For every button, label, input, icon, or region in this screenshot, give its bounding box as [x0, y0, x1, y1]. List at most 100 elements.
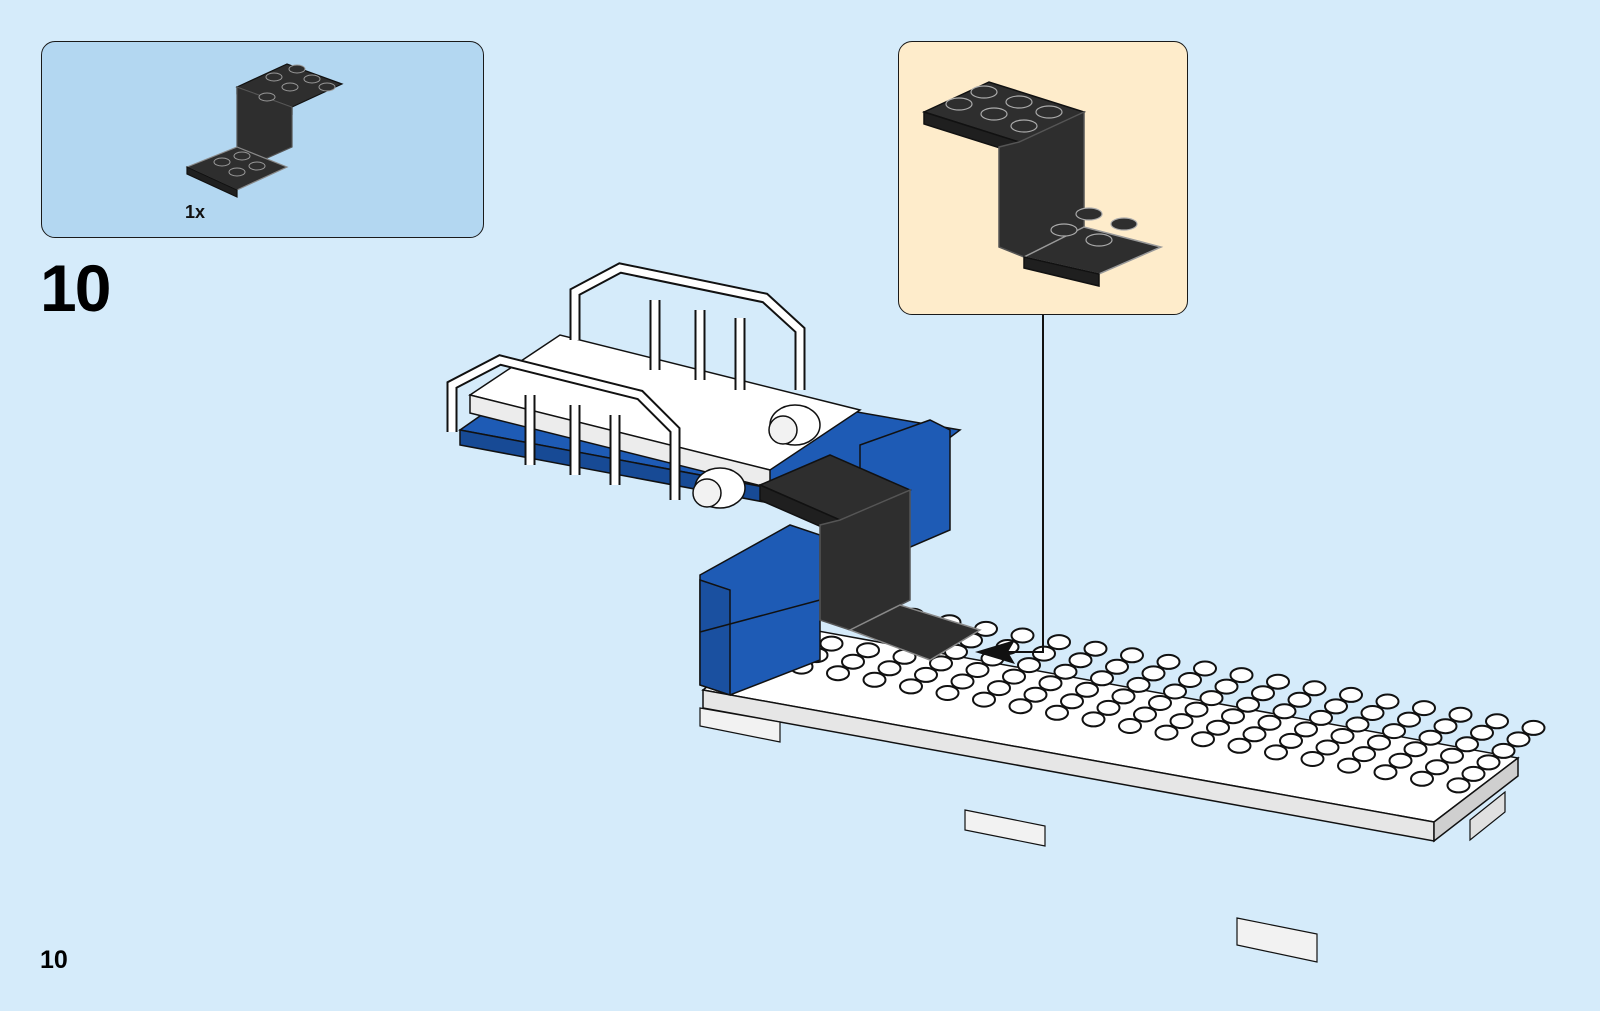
stud — [842, 655, 864, 669]
stud — [952, 675, 974, 689]
stud — [1061, 694, 1083, 708]
stud — [1113, 689, 1135, 703]
stud — [1368, 736, 1390, 750]
stud — [1003, 670, 1025, 684]
stud — [973, 693, 995, 707]
stud — [1040, 676, 1062, 690]
stud — [1478, 755, 1500, 769]
stud — [1149, 696, 1171, 710]
stud — [1463, 767, 1485, 781]
stud — [1018, 658, 1040, 672]
stud — [1252, 686, 1274, 700]
stud — [1070, 653, 1092, 667]
stud — [1128, 678, 1150, 692]
stud — [1420, 731, 1442, 745]
stud — [1274, 704, 1296, 718]
stud — [864, 673, 886, 687]
stud — [879, 661, 901, 675]
stud — [1083, 712, 1105, 726]
stud — [1289, 693, 1311, 707]
stud — [1383, 724, 1405, 738]
dark-grey-bracket-icon — [42, 42, 485, 239]
stud — [1302, 752, 1324, 766]
stud — [900, 679, 922, 693]
step-number: 10 — [40, 255, 109, 321]
stud — [1186, 703, 1208, 717]
stud — [1216, 680, 1238, 694]
stud — [1325, 699, 1347, 713]
stud — [1450, 708, 1472, 722]
stud — [1207, 721, 1229, 735]
stud — [1456, 737, 1478, 751]
stud — [1192, 732, 1214, 746]
stud — [1119, 719, 1141, 733]
stud — [1411, 772, 1433, 786]
stud — [1085, 642, 1107, 656]
stud — [1486, 714, 1508, 728]
stud — [1164, 685, 1186, 699]
stud — [1106, 660, 1128, 674]
stud — [1441, 749, 1463, 763]
stud — [1280, 734, 1302, 748]
stud — [1398, 713, 1420, 727]
stud — [1377, 695, 1399, 709]
stud — [1121, 648, 1143, 662]
stud — [1194, 662, 1216, 676]
stud — [821, 637, 843, 651]
stud — [1046, 706, 1068, 720]
dark-grey-bracket-icon — [899, 42, 1189, 316]
stud — [988, 681, 1010, 695]
stud — [1362, 706, 1384, 720]
stud — [827, 666, 849, 680]
stud — [1179, 673, 1201, 687]
stud — [915, 668, 937, 682]
stud — [1317, 741, 1339, 755]
stud — [1267, 675, 1289, 689]
stud — [1158, 655, 1180, 669]
stud — [1353, 747, 1375, 761]
stud — [1375, 765, 1397, 779]
stud — [1332, 729, 1354, 743]
stud — [1091, 671, 1113, 685]
stud — [1055, 665, 1077, 679]
stud — [1010, 699, 1032, 713]
stud — [1143, 666, 1165, 680]
stud — [1405, 742, 1427, 756]
stud — [1171, 714, 1193, 728]
stud — [1076, 683, 1098, 697]
stud — [1237, 698, 1259, 712]
stud — [1508, 732, 1530, 746]
page-number: 10 — [40, 946, 68, 975]
stud — [1340, 688, 1362, 702]
stud — [1012, 629, 1034, 643]
parts-list-box: 1x — [41, 41, 484, 238]
stud — [857, 643, 879, 657]
stud — [1025, 688, 1047, 702]
stud — [1259, 716, 1281, 730]
stud — [1448, 778, 1470, 792]
stud — [1156, 726, 1178, 740]
stud — [1310, 711, 1332, 725]
stud — [1244, 727, 1266, 741]
stud — [1471, 726, 1493, 740]
part-quantity: 1x — [185, 202, 205, 223]
stud — [1048, 635, 1070, 649]
stud — [1265, 745, 1287, 759]
stud — [1295, 722, 1317, 736]
stud — [1435, 719, 1457, 733]
stud — [1229, 739, 1251, 753]
callout-leader — [975, 315, 1043, 664]
stud — [1413, 701, 1435, 715]
stud — [1493, 744, 1515, 758]
stud — [1390, 754, 1412, 768]
stud — [1347, 718, 1369, 732]
callout-box — [898, 41, 1188, 315]
stud — [1304, 681, 1326, 695]
stud — [1222, 709, 1244, 723]
stud — [967, 663, 989, 677]
stud — [1201, 691, 1223, 705]
stud — [1523, 721, 1545, 735]
stud — [1426, 760, 1448, 774]
stud — [1134, 708, 1156, 722]
white-baseplate — [700, 609, 1545, 962]
